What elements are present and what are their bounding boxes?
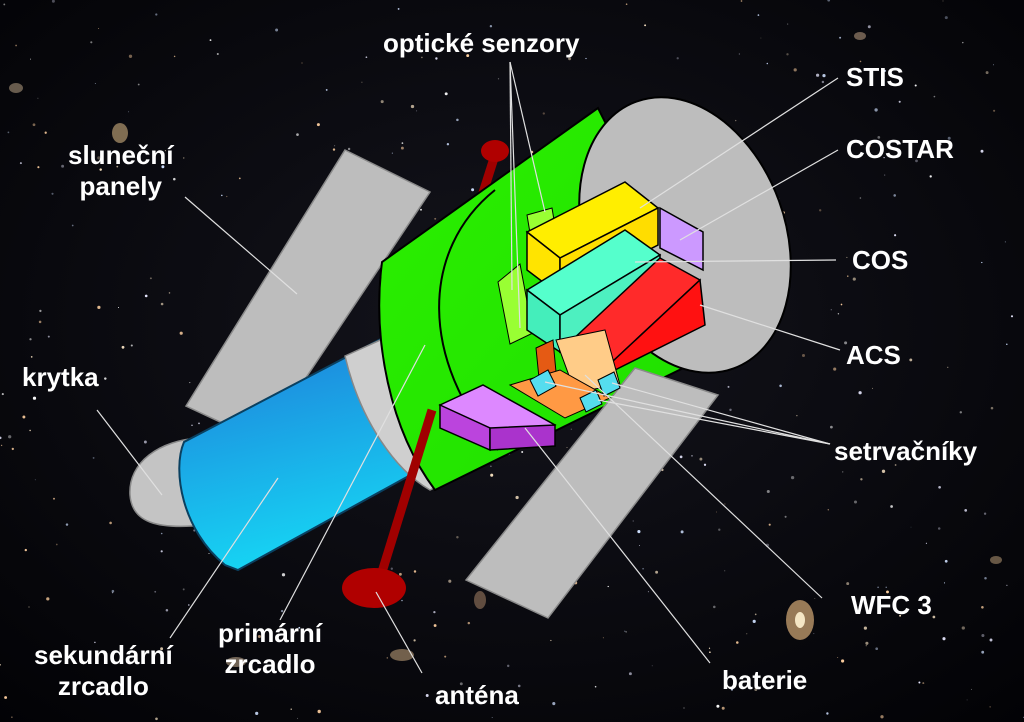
label-primary-mirror: primární zrcadlo — [218, 618, 322, 680]
label-solar-panels-line2: panely — [79, 171, 162, 201]
battery-box-right — [489, 424, 556, 451]
label-antenna: anténa — [435, 680, 519, 710]
label-stis: STIS — [846, 62, 904, 92]
leader-lines — [96, 61, 841, 674]
label-batteries: baterie — [722, 665, 808, 695]
label-wfc3: WFC 3 — [851, 590, 932, 620]
reaction-wheel-2 — [579, 389, 603, 413]
label-costar: COSTAR — [846, 134, 954, 164]
label-solar-panels: sluneční panely — [68, 140, 173, 202]
galaxies — [9, 32, 1002, 667]
reaction-wheel-1 — [529, 369, 557, 397]
label-primary-mirror-line1: primární — [218, 618, 323, 648]
label-reaction-wheels: setrvačníky — [834, 436, 978, 466]
lower-solar-panel — [464, 367, 720, 619]
label-acs: ACS — [846, 340, 901, 370]
label-cos: COS — [852, 245, 909, 275]
label-secondary-mirror-line1: sekundární — [34, 640, 173, 670]
lower-antenna-mast — [373, 408, 437, 587]
upper-antenna-dish — [481, 140, 509, 162]
label-secondary-mirror-line2: zrcadlo — [57, 671, 149, 701]
label-aperture-door: krytka — [22, 362, 99, 392]
label-secondary-mirror: sekundární zrcadlo — [34, 640, 173, 702]
label-primary-mirror-line2: zrcadlo — [224, 649, 316, 679]
lower-antenna-dish — [342, 568, 406, 608]
label-optical-sensors: optické senzory — [383, 28, 580, 58]
label-solar-panels-line1: sluneční — [68, 140, 174, 170]
